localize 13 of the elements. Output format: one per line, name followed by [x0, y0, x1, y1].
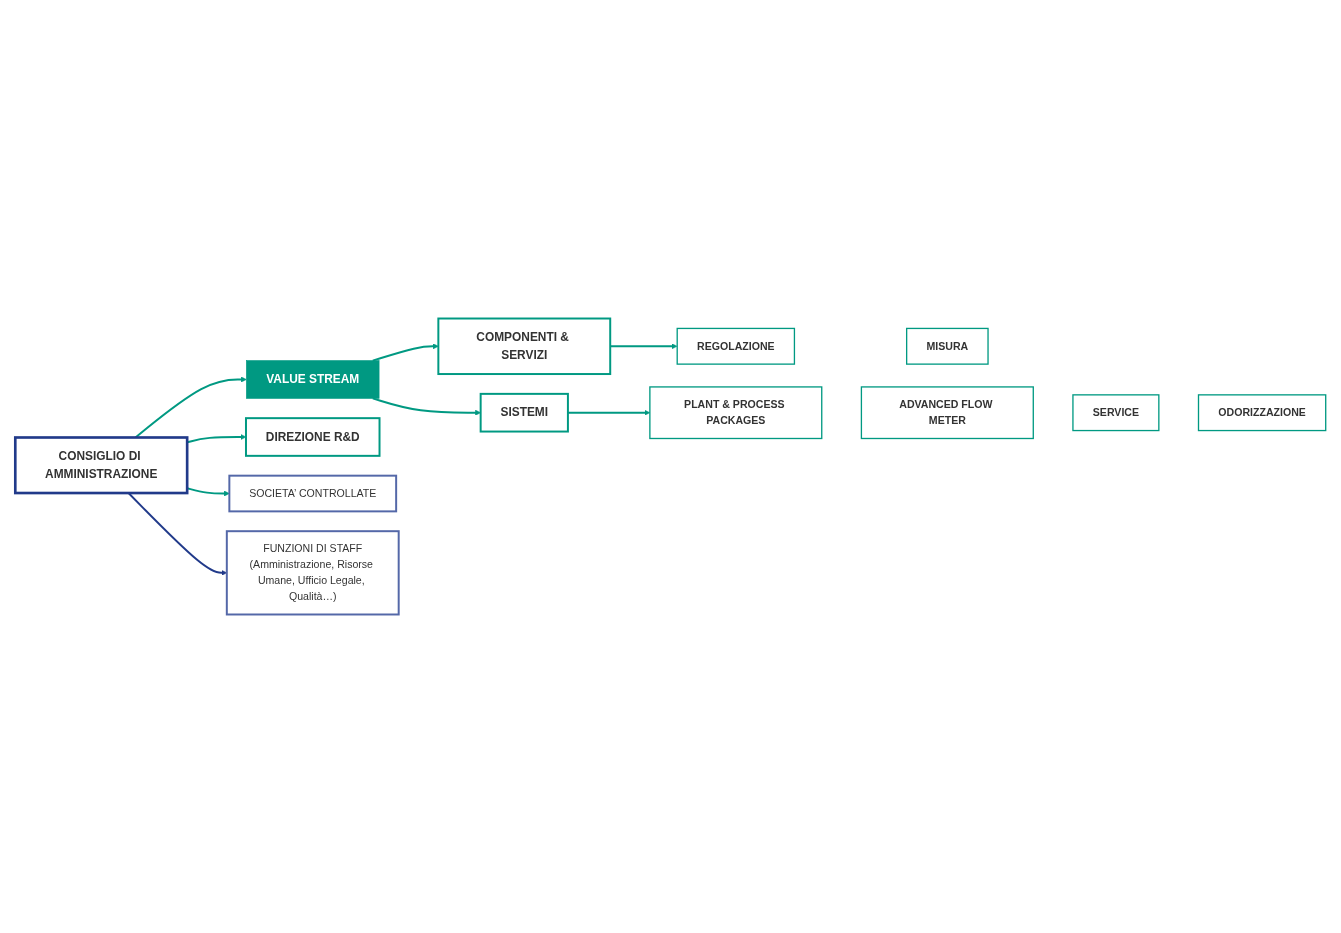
node-box: VALUE STREAM — [246, 360, 380, 399]
node-box: COMPONENTI & SERVIZI — [437, 317, 612, 376]
node-box: FUNZIONI DI STAFF (Amministrazione, Risorse Umane, Ufficio Legale, Qualità…) — [225, 530, 400, 616]
node-box: MISURA — [906, 327, 989, 365]
node-box: REGOLAZIONE — [676, 327, 796, 365]
node-box: SERVICE — [1072, 394, 1160, 432]
node-box: SOCIETA’ CONTROLLATE — [228, 474, 398, 513]
node-box: SISTEMI — [479, 392, 569, 433]
node-box: ODORIZZAZIONE — [1197, 394, 1327, 432]
node-box: DIREZIONE R&D — [245, 417, 381, 457]
node-box: PLANT & PROCESS PACKAGES — [649, 386, 823, 440]
node-box: ADVANCED FLOW METER — [860, 386, 1034, 440]
node-box: CONSIGLIO DI AMMINISTRAZIONE — [13, 436, 189, 495]
